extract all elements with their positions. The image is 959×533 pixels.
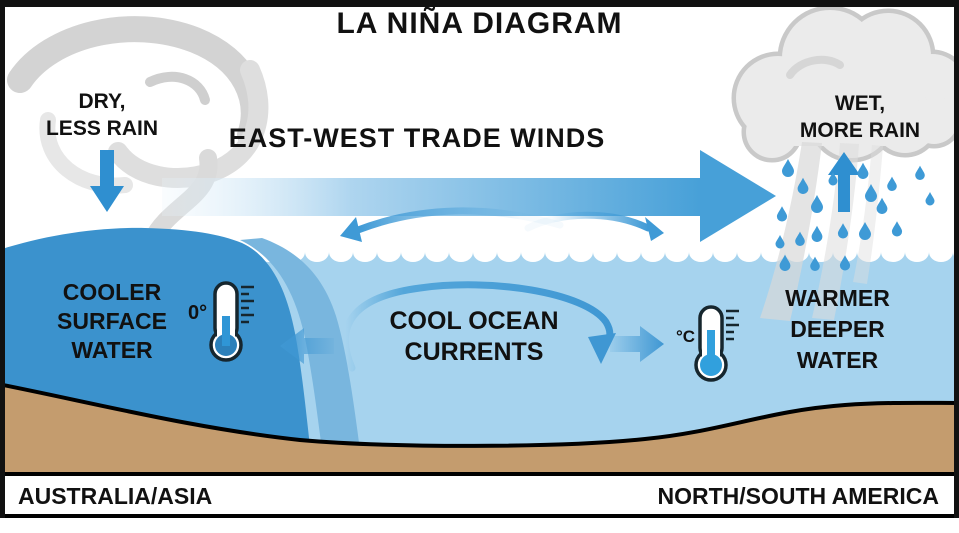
cooler-water-line1: COOLER <box>62 279 162 305</box>
surface-flow-arrows <box>340 207 664 242</box>
east-weather-label: WET, MORE RAIN <box>770 90 950 144</box>
region-label-band <box>0 472 959 518</box>
current-arrow-west <box>280 328 334 364</box>
ocean-currents-label: COOL OCEAN CURRENTS <box>344 306 604 368</box>
up-arrow-icon <box>828 152 860 212</box>
warmer-water-line2: DEEPER <box>790 316 885 342</box>
ocean-current-loop <box>341 281 616 372</box>
down-arrow-icon <box>90 150 124 212</box>
thermometer-west-icon <box>209 281 254 362</box>
east-weather-line2: MORE RAIN <box>799 119 921 142</box>
west-thermometer-scale-label: 0° <box>188 302 208 324</box>
region-label-east: NORTH/SOUTH AMERICA <box>657 483 939 509</box>
warmer-water-label: WARMER DEEPER WATER <box>760 283 915 376</box>
west-weather-line1: DRY, <box>78 90 126 113</box>
east-thermometer-scale-label: °C <box>676 327 696 346</box>
ocean-currents-line2: CURRENTS <box>404 338 544 366</box>
thermocline-edge <box>240 238 360 450</box>
thermometer-east-icon <box>694 305 739 382</box>
west-weather-label: DRY, LESS RAIN <box>7 88 197 142</box>
cooler-water-line3: WATER <box>71 337 153 363</box>
region-label-west: AUSTRALIA/ASIA <box>18 483 213 509</box>
diagram-title: LA NIÑA DIAGRAM <box>336 7 623 40</box>
warmer-water-line3: WATER <box>796 347 879 373</box>
seafloor <box>0 382 959 502</box>
warmer-water-line1: WARMER <box>785 285 890 311</box>
cooler-water-line2: SURFACE <box>57 308 167 334</box>
ocean-currents-line1: COOL OCEAN <box>389 307 559 335</box>
east-weather-line1: WET, <box>834 92 886 115</box>
current-arrow-east <box>610 326 664 362</box>
rain-drops <box>775 159 935 271</box>
cooler-water-label: COOLER SURFACE WATER <box>28 278 196 365</box>
trade-winds-label: EAST-WEST TRADE WINDS <box>228 123 606 153</box>
west-weather-line2: LESS RAIN <box>45 117 158 140</box>
rain-cloud-icon <box>731 5 959 163</box>
trade-winds-arrow <box>162 150 776 242</box>
frame-border <box>0 0 959 518</box>
